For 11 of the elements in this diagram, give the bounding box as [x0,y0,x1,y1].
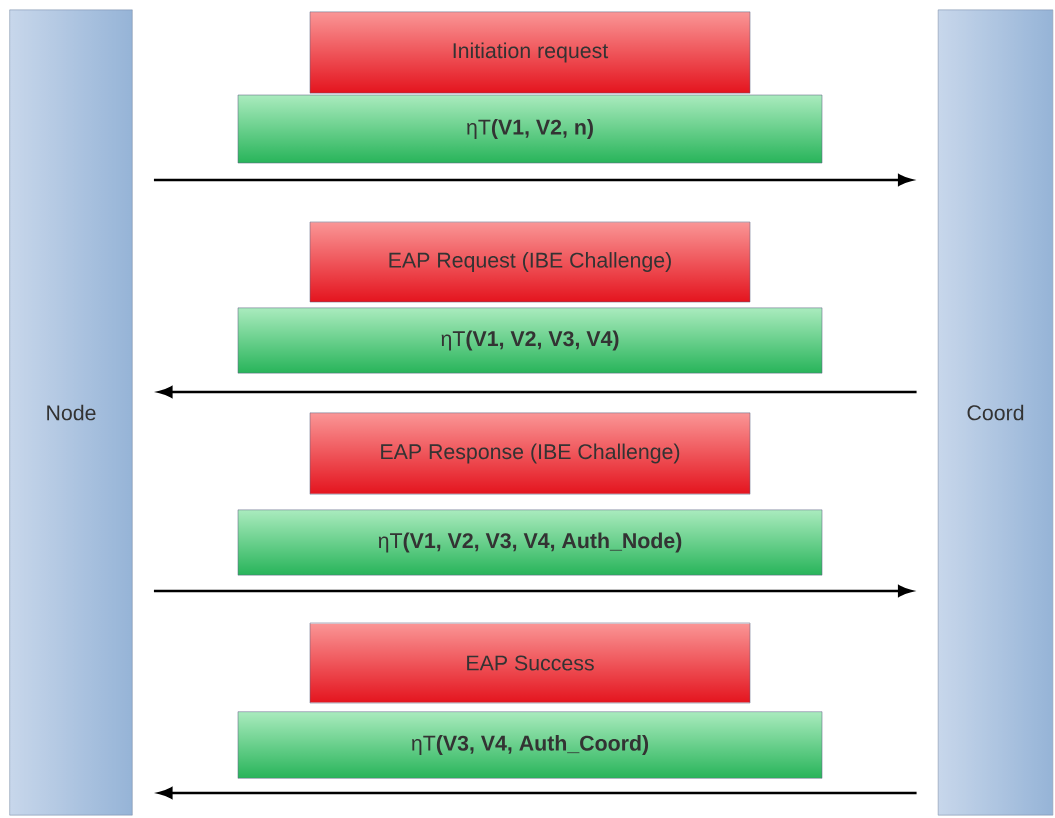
payload-box: ηT(V1, V2, n) [237,94,823,164]
payload-box: ηT(V3, V4, Auth_Coord) [237,711,823,779]
message-box: EAP Response (IBE Challenge) [309,412,751,495]
message-box: EAP Success [309,622,751,704]
arrow [153,585,913,597]
side-bar: Coord [937,9,1054,816]
side-bar: Node [9,9,133,816]
payload-box: ηT(V1, V2, V3, V4, Auth_Node) [237,509,823,576]
message-box: Initiation request [309,11,751,94]
message-box: EAP Request (IBE Challenge) [309,221,751,303]
payload-box: ηT(V1, V2, V3, V4) [237,307,823,374]
